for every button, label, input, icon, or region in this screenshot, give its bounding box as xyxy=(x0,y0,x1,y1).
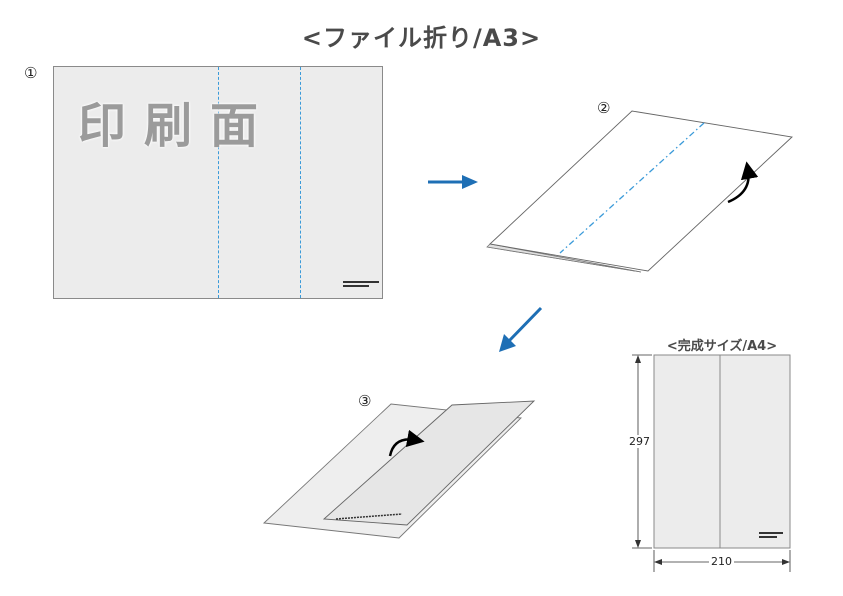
step-3-sheet xyxy=(262,400,536,539)
imprint-mark xyxy=(343,281,379,289)
step-3-number: ③ xyxy=(358,392,372,410)
step-2-number: ② xyxy=(597,99,611,117)
step-1-number: ① xyxy=(24,64,38,82)
height-dimension xyxy=(632,354,652,549)
step-1-sheet xyxy=(53,66,383,299)
width-label: 210 xyxy=(709,555,734,568)
diagram-title: <ファイル折り/A3> xyxy=(301,24,542,52)
final-size-title: <完成サイズ/A4> xyxy=(666,339,778,354)
fold-line-right xyxy=(300,67,301,298)
arrow-down-left-icon xyxy=(499,306,543,352)
final-a4-sheet xyxy=(653,354,791,549)
height-label: 297 xyxy=(627,435,652,448)
fold-line-left xyxy=(218,67,219,298)
print-side-label: 印刷面 xyxy=(78,98,277,154)
arrow-right-icon xyxy=(428,175,478,189)
step-2-sheet xyxy=(486,110,793,273)
